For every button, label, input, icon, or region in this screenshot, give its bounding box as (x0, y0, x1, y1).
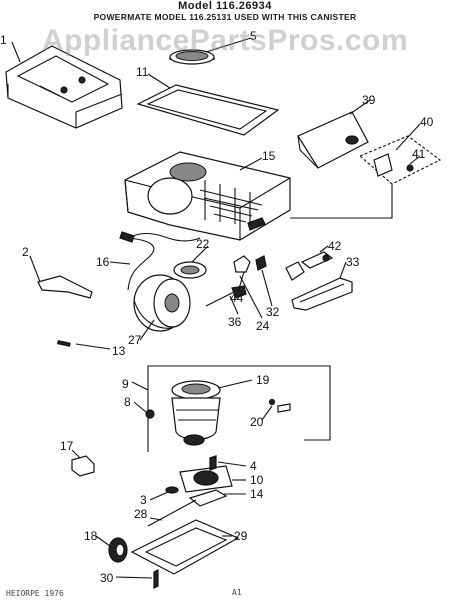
part-axle (147, 499, 197, 527)
footer-code: HEIORPE 1976 (6, 589, 64, 598)
callout-39: 39 (362, 93, 376, 107)
part-base-plate (130, 519, 240, 575)
part-switch-group (233, 255, 305, 281)
callout-27: 27 (128, 333, 142, 347)
callout-19: 19 (256, 373, 270, 387)
callout-28: 28 (134, 507, 148, 521)
part-handle (291, 277, 353, 311)
callout-36: 36 (228, 315, 242, 329)
model-title: Model 116.26934 (178, 0, 272, 12)
callout-11: 11 (136, 65, 149, 79)
part-clip (300, 251, 334, 269)
callout-22: 22 (196, 237, 210, 251)
powermate-note: POWERMATE MODEL 116.25131 USED WITH THIS… (93, 12, 357, 22)
part-lid (5, 45, 123, 129)
part-screw-30 (153, 569, 159, 589)
part-gasket (136, 84, 280, 136)
callout-17: 17 (60, 439, 74, 453)
callout-33: 33 (346, 255, 360, 269)
part-grommet (165, 486, 179, 494)
callout-13: 13 (112, 344, 126, 358)
part-cord-reel (133, 274, 191, 332)
callout-30: 30 (100, 571, 114, 585)
leader-lines (11, 37, 421, 579)
callout-40: 40 (420, 115, 434, 129)
part-pin (57, 340, 71, 347)
part-filter-disc (169, 49, 215, 65)
part-screw (205, 285, 247, 307)
callout-9: 9 (122, 377, 129, 391)
callout-18: 18 (84, 529, 98, 543)
part-ring (173, 261, 207, 279)
callout-44: 44 (230, 291, 244, 305)
callout-3: 3 (140, 493, 147, 507)
part-fan-housing (179, 465, 233, 493)
callout-14: 14 (250, 487, 264, 501)
part-power-cord (119, 231, 201, 291)
part-brush-set (268, 398, 291, 413)
callout-10: 10 (250, 473, 264, 487)
callout-5: 5 (250, 29, 257, 43)
part-wheel (108, 537, 128, 563)
callout-2: 2 (22, 245, 29, 259)
callout-24: 24 (256, 319, 270, 333)
callout-15: 15 (262, 149, 276, 163)
callout-29: 29 (234, 529, 248, 543)
part-switch (71, 455, 95, 477)
part-seal (188, 489, 228, 507)
part-hose-socket (297, 111, 369, 169)
callout-42: 42 (328, 239, 342, 253)
callout-20: 20 (250, 415, 264, 429)
part-latch-bracket (290, 135, 442, 219)
callout-labels: 1 5 11 15 39 40 41 2 16 22 42 33 44 32 2… (0, 29, 434, 585)
part-set-screw (145, 409, 155, 419)
callout-4: 4 (250, 459, 257, 473)
callout-8: 8 (124, 395, 131, 409)
part-bumper (37, 275, 93, 299)
callout-32: 32 (266, 305, 280, 319)
part-housing (124, 151, 291, 241)
callout-16: 16 (96, 255, 110, 269)
part-screw-4 (209, 455, 217, 471)
part-motor-assembly (147, 365, 331, 452)
callout-41: 41 (412, 147, 426, 161)
watermark: AppliancePartsPros.com (41, 24, 409, 57)
footer-page: A1 (232, 588, 242, 597)
callout-1: 1 (0, 33, 7, 47)
